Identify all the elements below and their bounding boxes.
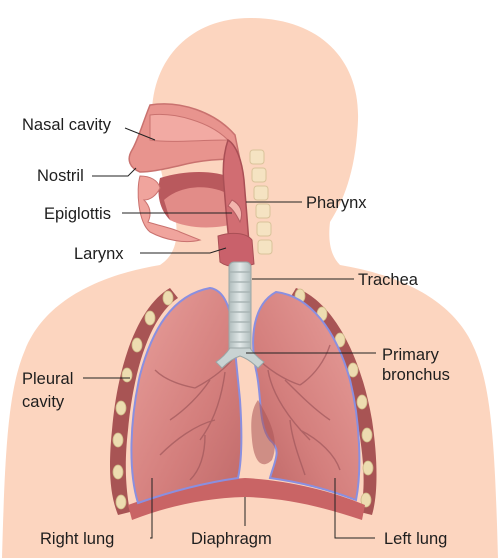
label-larynx: Larynx [74,245,124,263]
label-pleural-cavity-line1: Pleural [22,370,73,388]
head-cross-section [128,103,273,268]
label-nostril: Nostril [37,167,84,185]
tongue [164,187,234,228]
chest-wall [110,288,377,515]
neck-vertebrae [249,149,273,255]
label-pharynx: Pharynx [306,194,367,212]
label-pleural-cavity-line2: cavity [22,393,65,411]
label-nasal-cavity: Nasal cavity [22,116,112,134]
epiglottis-flap [227,199,243,224]
heart-notch-shadow [251,400,275,465]
labels: Nasal cavity Nostril Epiglottis Larynx P… [22,116,450,548]
leader-larynx [140,247,227,254]
label-epiglottis: Epiglottis [44,205,111,223]
leader-right-lung [150,478,153,539]
rib-segments [112,288,374,510]
trachea-tube [215,261,265,369]
leader-left-lung [334,478,375,539]
label-left-lung: Left lung [384,530,447,548]
bronchial-tree [154,344,341,481]
left-lung-shape [252,290,361,502]
lips-chin [137,175,202,243]
leader-nasal-cavity [124,127,156,141]
leader-lines [83,127,376,539]
lungs [130,286,361,505]
label-primary-bronchus-line2: bronchus [382,366,450,384]
label-diaphragm: Diaphragm [191,530,272,548]
label-right-lung: Right lung [40,530,114,548]
leader-nostril [92,167,137,177]
label-trachea: Trachea [358,271,419,289]
larynx-region [217,232,255,268]
label-primary-bronchus-line1: Primary [382,346,440,364]
